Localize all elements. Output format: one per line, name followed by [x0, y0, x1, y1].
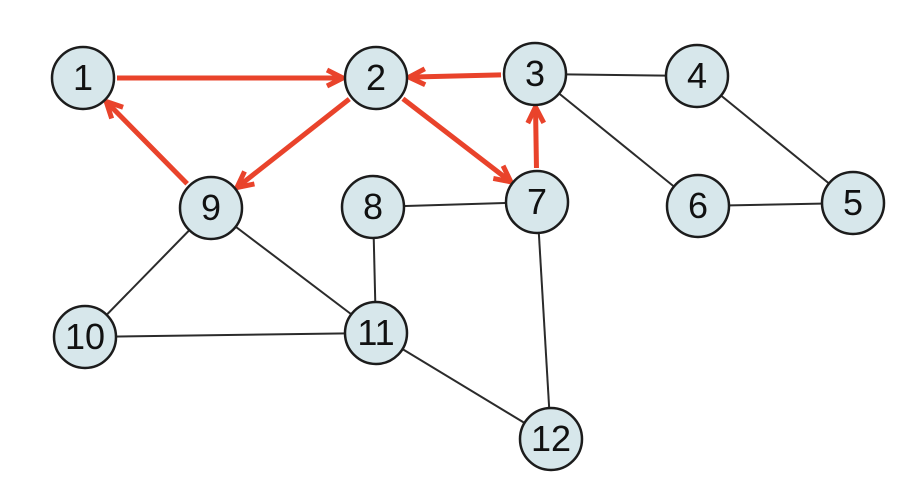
graph-node-8: 8	[340, 174, 406, 240]
node-label-5: 5	[843, 182, 863, 223]
node-circle-4	[664, 43, 730, 109]
graph-node-7: 7	[504, 169, 570, 235]
node-circle-5	[820, 170, 886, 236]
edge-3-6	[534, 73, 699, 207]
node-circle-6	[665, 173, 731, 239]
undirected-edges	[84, 73, 854, 440]
directed-edge-7-3	[536, 107, 537, 169]
graph-node-1: 1	[50, 45, 116, 111]
graph-node-11: 11	[343, 300, 409, 366]
directed-edge-3-2	[409, 75, 502, 77]
node-circle-2	[343, 45, 409, 111]
node-circle-11	[343, 300, 409, 366]
node-circle-1	[50, 45, 116, 111]
edge-4-5	[696, 75, 854, 204]
graph-node-4: 4	[664, 43, 730, 109]
graph-node-9: 9	[178, 175, 244, 241]
node-label-9: 9	[201, 187, 221, 228]
node-label-10: 10	[65, 316, 105, 357]
node-label-12: 12	[531, 418, 571, 459]
node-label-6: 6	[688, 185, 708, 226]
node-label-11: 11	[357, 312, 394, 353]
directed-edges	[106, 75, 536, 188]
graph-node-2: 2	[343, 45, 409, 111]
edge-7-12	[536, 201, 552, 440]
node-label-1: 1	[73, 57, 93, 98]
node-circle-7	[504, 169, 570, 235]
node-label-2: 2	[366, 57, 386, 98]
edge-10-11	[84, 332, 377, 338]
graph-node-5: 5	[820, 170, 886, 236]
node-circle-8	[340, 174, 406, 240]
graph-node-6: 6	[665, 173, 731, 239]
node-label-3: 3	[525, 53, 545, 94]
edge-9-11	[210, 207, 377, 334]
graph-node-10: 10	[52, 304, 118, 370]
node-circle-3	[502, 41, 568, 107]
graph-node-3: 3	[502, 41, 568, 107]
graph-node-12: 12	[518, 406, 584, 472]
node-label-7: 7	[527, 181, 547, 222]
edge-11-12	[375, 332, 552, 440]
node-label-8: 8	[363, 186, 383, 227]
node-circle-9	[178, 175, 244, 241]
directed-edge-9-1	[106, 102, 189, 186]
node-circle-12	[518, 406, 584, 472]
node-circle-10	[52, 304, 118, 370]
node-label-4: 4	[687, 55, 707, 96]
directed-edge-2-9	[237, 97, 351, 188]
directed-edge-2-7	[401, 96, 511, 182]
